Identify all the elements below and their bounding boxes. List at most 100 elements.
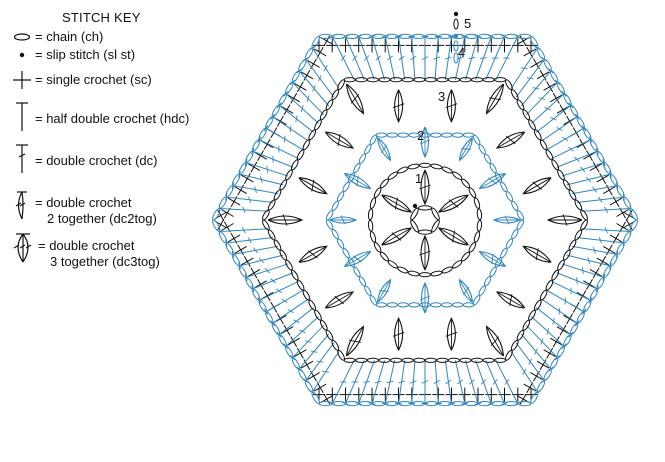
round-4-dc-top [554,354,561,361]
round-label-2: 2 [417,128,424,143]
round-2-chain [505,191,514,202]
half-double-crochet-symbol-icon [16,102,28,131]
round-2-cluster-outline [478,172,506,190]
center-chain [417,229,433,235]
round-3-cluster [495,131,526,149]
round-2-chain [430,302,442,308]
round-3-chain [471,77,484,83]
round-4-dc-top [602,159,606,167]
round-2-chain [473,134,481,145]
stitch-key-title: STITCH KEY [62,10,141,25]
round-3-cluster-outline [298,245,328,263]
round-5-slip-stitch [453,11,459,17]
round-3-cluster [522,177,552,195]
round-5-sc-cross [290,92,298,104]
round-5-sc-cross [605,244,613,256]
round-4-dc-top [328,401,336,406]
round-2-chain [478,144,486,155]
round-3-corner-cluster-bar [490,336,500,347]
round-2-corner-cluster [458,137,474,162]
round-4-dc-top [602,273,606,281]
round-2-chain [489,162,497,174]
round-4-dc-top [342,34,349,39]
round-4-dc-top [394,35,403,38]
round-5-sc-cross [526,46,534,58]
round-1-chain [419,272,431,278]
round-3-chain [302,139,311,151]
round-5-sc-cross [599,173,607,185]
round-4-dc-top [238,170,241,178]
round-2-corner-cluster-bar [461,148,471,150]
round-2-corner-cluster-bar [380,144,388,154]
round-3-stitches [262,77,588,363]
round-4-chain [285,345,294,359]
round-3-chain [308,299,317,311]
round-2-chain [375,302,388,308]
round-3-cluster-outline [298,177,328,195]
round-4-dc-bar [552,317,555,325]
chain-symbol-icon [13,33,31,41]
round-5-sc-cross [250,161,258,173]
round-5-sc-cross [519,35,527,47]
round-4-dc-top [296,68,303,74]
round-2-chain [342,181,350,193]
round-4-dc-bar [468,56,476,60]
round-3-corner-cluster [267,214,304,226]
round-4-chain [251,139,261,152]
round-2-chain [364,285,372,296]
round-3-chain [290,269,299,281]
round-4-dc-bar [522,368,527,375]
round-2-chain [441,302,453,308]
round-2-chain [500,247,508,259]
round-4-chain [589,139,599,152]
round-4-dc-bar [241,226,246,234]
round-4-dc-top [501,34,508,39]
round-4-chain [245,150,254,164]
round-4-dc-bar [576,277,578,285]
round-4-dc-bar [550,116,557,121]
round-4-chain [358,33,373,40]
round-3-chain [366,77,379,83]
round-3-chain [516,99,525,111]
round-4-dc-top [541,56,548,62]
round-3-cluster-bar [505,135,516,145]
round-3-chain [355,77,368,83]
round-4-chain [569,322,579,336]
round-4-dc-bar [421,379,429,384]
round-2-chain [386,132,398,138]
round-1-cluster-bar [419,184,431,190]
round-1-chain [373,241,382,253]
round-4-chain [576,311,585,324]
round-5-sc-cross [290,336,298,348]
round-5-sc-cross [586,278,593,290]
round-2-chain [364,144,372,155]
round-4-dc-top [231,250,234,258]
round-4-chain [556,81,565,95]
round-3-cluster [445,89,458,123]
round-2-corner-cluster [376,278,392,303]
round-3-chain [267,199,276,211]
round-3-cluster-outline [324,131,355,149]
round-4-dc-top [501,401,508,406]
round-5-sc-cross [296,81,304,93]
round-4-dc-bar [598,236,602,244]
stitch-key: STITCH KEY = chain (ch) = slip stitch (s… [0,0,215,300]
round-2-corner-cluster-outline [376,137,392,162]
round-4-dc-bar [352,55,358,61]
round-3-cluster [495,291,526,309]
round-4-dc-top [447,35,456,38]
round-5-sc-cross [566,313,574,325]
round-5-sc-cross [243,173,251,185]
round-4-chain [258,299,267,313]
round-4-dc-bar [468,379,475,385]
round-4-dc-bar [299,329,306,334]
round-3-chain [505,79,513,91]
round-4-dc-bar [520,67,528,70]
round-4-dc-bar [492,379,498,385]
round-2-chain [462,302,475,308]
round-3-chain [366,357,379,363]
round-3-corner-cluster-outline [485,325,505,357]
round-5-sc-cross [552,336,560,348]
round-4-dc-top [588,136,593,144]
round-2-cluster [344,250,372,268]
